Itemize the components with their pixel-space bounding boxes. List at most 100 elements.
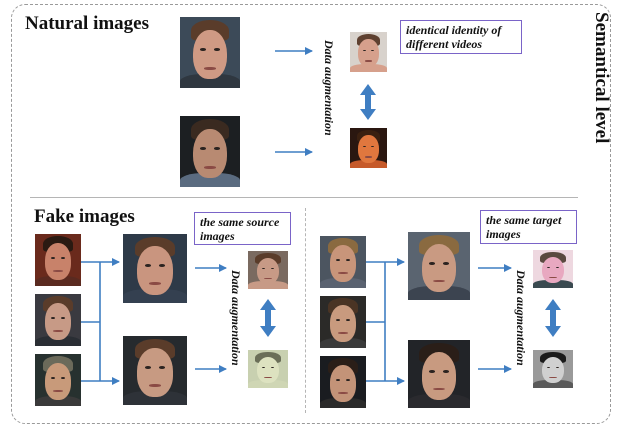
face-shirt: [248, 380, 288, 388]
face-mouth: [148, 384, 162, 388]
face-eye-left: [335, 318, 340, 321]
natural-crop-1: [350, 32, 387, 72]
natural-augmentation-label: Data augmentation: [322, 40, 336, 136]
face-shirt: [35, 335, 81, 346]
target-input-face-3: [320, 356, 366, 408]
face-eye-left: [144, 366, 151, 370]
face-skin: [137, 246, 173, 295]
face-skin: [193, 128, 227, 179]
face-shirt: [123, 289, 187, 303]
face-eye-right: [555, 266, 560, 269]
face-eye-left: [50, 376, 55, 379]
face-eye-left: [362, 145, 366, 148]
face-eye-right: [270, 267, 275, 270]
face-eye-left: [335, 378, 340, 381]
face-skin: [330, 245, 356, 282]
face-skin: [330, 305, 356, 342]
face-mouth: [53, 330, 63, 333]
face-eye-left: [546, 366, 551, 369]
target-output-face-2: [408, 340, 470, 408]
face-mouth: [264, 277, 272, 280]
face-skin: [421, 244, 457, 292]
semantic-level-frame: [11, 4, 611, 424]
semantic-level-label: Semantical level: [591, 12, 612, 144]
source-input-face-1: [35, 234, 81, 286]
face-eye-right: [371, 49, 375, 52]
face-shirt: [350, 64, 387, 72]
face-skin: [330, 365, 356, 402]
natural-face-2: [180, 116, 240, 187]
face-shirt: [35, 275, 81, 286]
face-shirt: [123, 391, 187, 405]
face-mouth: [549, 376, 557, 379]
face-eye-right: [270, 366, 275, 369]
source-output-face-2: [123, 336, 187, 405]
face-skin: [45, 243, 71, 280]
face-skin: [256, 356, 280, 384]
target-augmentation-label: Data augmentation: [514, 270, 528, 366]
face-skin: [541, 256, 565, 284]
face-eye-right: [371, 145, 375, 148]
face-skin: [358, 39, 379, 68]
face-eye-right: [214, 147, 220, 151]
face-mouth: [549, 276, 557, 279]
source-augmentation-label: Data augmentation: [229, 270, 243, 366]
face-shirt: [533, 280, 573, 288]
face-eye-right: [61, 316, 66, 319]
face-eye-left: [200, 48, 206, 52]
face-eye-left: [429, 369, 435, 373]
face-skin: [137, 348, 173, 397]
face-shirt: [180, 172, 240, 187]
face-mouth: [338, 272, 348, 275]
target-output-face-1: [408, 232, 470, 300]
face-eye-left: [429, 261, 435, 265]
face-eye-left: [546, 266, 551, 269]
face-shirt: [320, 277, 366, 288]
face-skin: [421, 352, 457, 400]
face-eye-left: [200, 147, 206, 151]
target-input-face-1: [320, 236, 366, 288]
face-skin: [256, 257, 280, 285]
source-crop-1: [248, 251, 288, 289]
target-similarity-double-arrow: [545, 299, 561, 337]
fake-images-heading: Fake images: [34, 206, 135, 227]
natural-face-1: [180, 17, 240, 88]
face-mouth: [53, 270, 63, 273]
face-eye-left: [335, 258, 340, 261]
source-output-face-1: [123, 234, 187, 303]
face-shirt: [533, 380, 573, 388]
section-divider: [30, 197, 578, 198]
face-eye-left: [144, 264, 151, 268]
face-eye-right: [443, 369, 449, 373]
face-shirt: [180, 73, 240, 88]
face-shirt: [320, 397, 366, 408]
natural-images-heading: Natural images: [25, 13, 150, 34]
face-shirt: [350, 160, 387, 168]
face-eye-right: [346, 378, 351, 381]
face-mouth: [432, 387, 446, 391]
source-crop-2: [248, 350, 288, 388]
target-crop-1: [533, 250, 573, 288]
face-mouth: [204, 165, 216, 169]
face-shirt: [408, 286, 470, 300]
face-eye-right: [555, 366, 560, 369]
face-shirt: [408, 394, 470, 408]
face-eye-right: [346, 318, 351, 321]
source-input-face-3: [35, 354, 81, 406]
face-mouth: [338, 332, 348, 335]
face-eye-right: [214, 48, 220, 52]
face-shirt: [35, 395, 81, 406]
face-mouth: [204, 66, 216, 70]
face-mouth: [364, 60, 373, 62]
face-mouth: [148, 282, 162, 286]
face-skin: [193, 29, 227, 80]
target-input-face-2: [320, 296, 366, 348]
face-eye-right: [159, 264, 166, 268]
face-skin: [45, 363, 71, 400]
face-shirt: [320, 337, 366, 348]
face-mouth: [264, 376, 272, 379]
face-shirt: [248, 281, 288, 289]
face-eye-right: [159, 366, 166, 370]
face-eye-left: [261, 267, 266, 270]
